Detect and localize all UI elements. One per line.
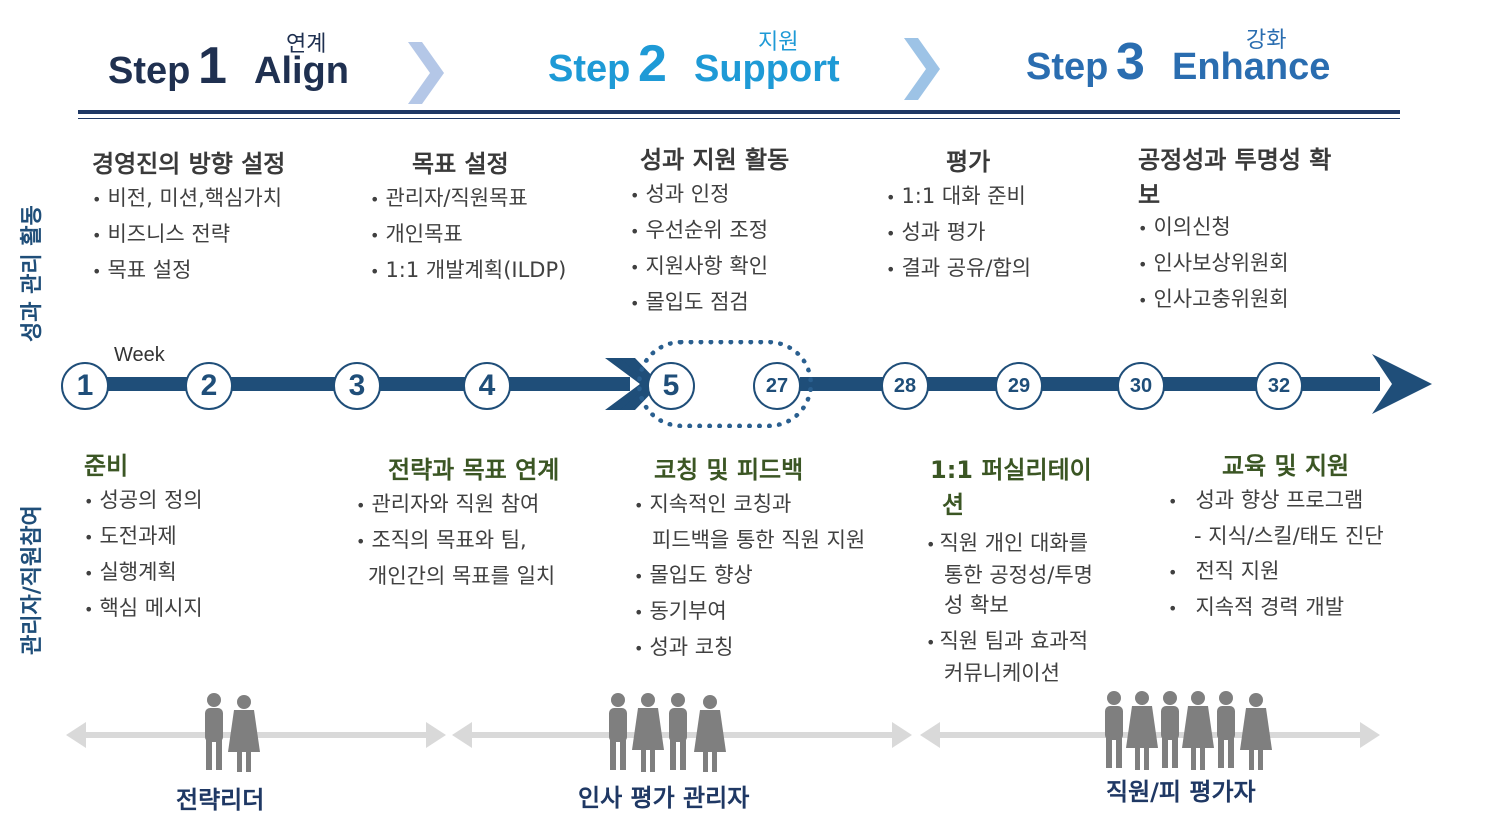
header-divider-thin	[78, 118, 1400, 119]
week-marker-28: 28	[881, 362, 929, 410]
people-icon	[205, 693, 260, 772]
list-item: 성공의 정의	[84, 483, 202, 519]
activity-performance-support: 성과 지원 활동 성과 인정 우선순위 조정 지원사항 확인 몰입도 점검	[630, 140, 789, 321]
list-item-continuation: 성 확보	[944, 593, 1009, 617]
participation-title: 준비	[84, 452, 129, 480]
list-item: 지원사항 확인	[630, 249, 789, 285]
list-item: 도전과제	[84, 519, 203, 555]
step1-korean: 연계	[286, 32, 327, 57]
list-item: •직원 개인 대화를	[926, 531, 1089, 555]
week-marker-5: 5	[647, 362, 695, 410]
list-item: 몰입도 점검	[630, 285, 789, 321]
people-icon	[609, 693, 726, 772]
step2-korean: 지원	[758, 30, 799, 55]
list-item: 실행계획	[84, 555, 203, 591]
participation-coaching-feedback: 코칭 및 피드백 지속적인 코칭과 피드백을 통한 직원 지원 몰입도 향상 동…	[634, 450, 865, 666]
activity-title: 경영진의 방향 설정	[92, 150, 286, 178]
list-item: 몰입도 향상	[634, 558, 865, 594]
list-item: 1:1 대화 준비	[886, 179, 1031, 215]
participation-title-line1: 1:1 퍼실리테이	[930, 456, 1092, 484]
week-marker-29: 29	[995, 362, 1043, 410]
list-item: 1:1 개발계획(ILDP)	[370, 253, 566, 289]
participation-facilitation: 1:1 퍼실리테이 션 •직원 개인 대화를 통한 공정성/투명 성 확보 •직…	[926, 450, 1093, 688]
week-label: Week	[114, 344, 165, 366]
activity-title: 성과 지원 활동	[640, 146, 790, 174]
step2-word: Step	[548, 48, 631, 90]
activity-fairness-transparency: 공정성과 투명성 확 보 이의신청 인사보상위원회 인사고충위원회	[1138, 140, 1331, 318]
list-item-continuation: 개인간의 목표를 일치	[368, 564, 556, 588]
activity-title: 평가	[946, 148, 991, 176]
list-sub-item: - 지식/스킬/태도 진단	[1194, 524, 1384, 548]
list-item: 우선순위 조정	[630, 213, 789, 249]
step1-word: Step	[108, 50, 191, 92]
week-marker-4: 4	[463, 362, 511, 410]
list-item: •지속적 경력 개발	[1168, 595, 1345, 619]
participation-training-support: 교육 및 지원 •성과 향상 프로그램 - 지식/스킬/태도 진단 •전직 지원…	[1168, 446, 1384, 626]
list-item: •전직 지원	[1168, 559, 1280, 583]
list-item: 관리자와 직원 참여	[356, 487, 559, 523]
list-item-continuation: 커뮤니케이션	[944, 661, 1060, 685]
list-item: 성과 평가	[886, 215, 1031, 251]
list-item: 동기부여	[634, 594, 865, 630]
activity-goal-setting: 목표 설정 관리자/직원목표 개인목표 1:1 개발계획(ILDP)	[370, 144, 566, 289]
step3-word: Step	[1026, 46, 1109, 88]
group-label-hr-managers: 인사 평가 관리자	[578, 784, 750, 812]
activity-leadership-direction: 경영진의 방향 설정 비전, 미션,핵심가치 비즈니스 전략 목표 설정	[92, 144, 285, 289]
activity-evaluation: 평가 1:1 대화 준비 성과 평가 결과 공유/합의	[886, 142, 1031, 287]
support-period-highlight	[637, 340, 813, 428]
list-item: •성과 향상 프로그램	[1168, 488, 1364, 512]
participation-title: 교육 및 지원	[1222, 452, 1350, 480]
people-icon	[1105, 691, 1272, 770]
activity-title-line1: 공정성과 투명성 확	[1138, 146, 1332, 174]
week-marker-27: 27	[753, 362, 801, 410]
side-label-participation: 관리자/직원참여	[20, 505, 45, 655]
step3-number: 3	[1116, 33, 1145, 91]
list-item: 인사보상위원회	[1138, 246, 1331, 282]
step2-number: 2	[638, 35, 667, 93]
list-item: 성과 인정	[630, 177, 789, 213]
week-marker-1: 1	[61, 362, 109, 410]
chevron-right-icon	[904, 38, 940, 100]
list-item-continuation: 통한 공정성/투명	[944, 563, 1093, 587]
list-item: 비즈니스 전략	[92, 217, 285, 253]
list-item: 결과 공유/합의	[886, 251, 1031, 287]
list-item: 개인목표	[370, 217, 566, 253]
activity-title-line2: 보	[1138, 181, 1161, 209]
list-item: 목표 설정	[92, 253, 285, 289]
group-label-strategic-leaders: 전략리더	[176, 786, 265, 814]
chevron-right-icon	[408, 42, 444, 104]
participation-title: 전략과 목표 연계	[388, 456, 560, 484]
week-marker-30: 30	[1117, 362, 1165, 410]
group-label-employees: 직원/피 평가자	[1106, 778, 1256, 806]
participation-title: 코칭 및 피드백	[654, 456, 804, 484]
list-item: 인사고충위원회	[1138, 282, 1331, 318]
participation-title-line2: 션	[942, 491, 965, 519]
week-marker-2: 2	[185, 362, 233, 410]
step1-label: Align	[254, 50, 349, 92]
activity-title: 목표 설정	[412, 150, 509, 178]
list-item: 이의신청	[1138, 210, 1331, 246]
week-marker-32: 32	[1255, 362, 1303, 410]
list-item: •직원 팀과 효과적	[926, 629, 1089, 653]
step2-label: Support	[694, 48, 840, 90]
week-marker-3: 3	[333, 362, 381, 410]
list-item-continuation: 피드백을 통한 직원 지원	[652, 528, 866, 552]
list-item: 성과 코칭	[634, 630, 865, 666]
header-divider	[78, 110, 1400, 114]
list-item: 핵심 메시지	[84, 591, 202, 627]
list-item: 지속적인 코칭과	[634, 487, 865, 523]
list-item: 비전, 미션,핵심가치	[92, 181, 285, 217]
participation-strategy-alignment: 전략과 목표 연계 관리자와 직원 참여 조직의 목표와 팀, 개인간의 목표를…	[356, 450, 559, 594]
participation-preparation: 준비 성공의 정의 도전과제 실행계획 핵심 메시지	[84, 446, 203, 627]
step3-label: Enhance	[1172, 46, 1331, 88]
list-item: 조직의 목표와 팀,	[356, 523, 559, 559]
side-label-activities: 성과 관리 활동	[20, 205, 45, 342]
step1-number: 1	[198, 37, 227, 95]
list-item: 관리자/직원목표	[370, 181, 566, 217]
step3-korean: 강화	[1246, 28, 1287, 53]
